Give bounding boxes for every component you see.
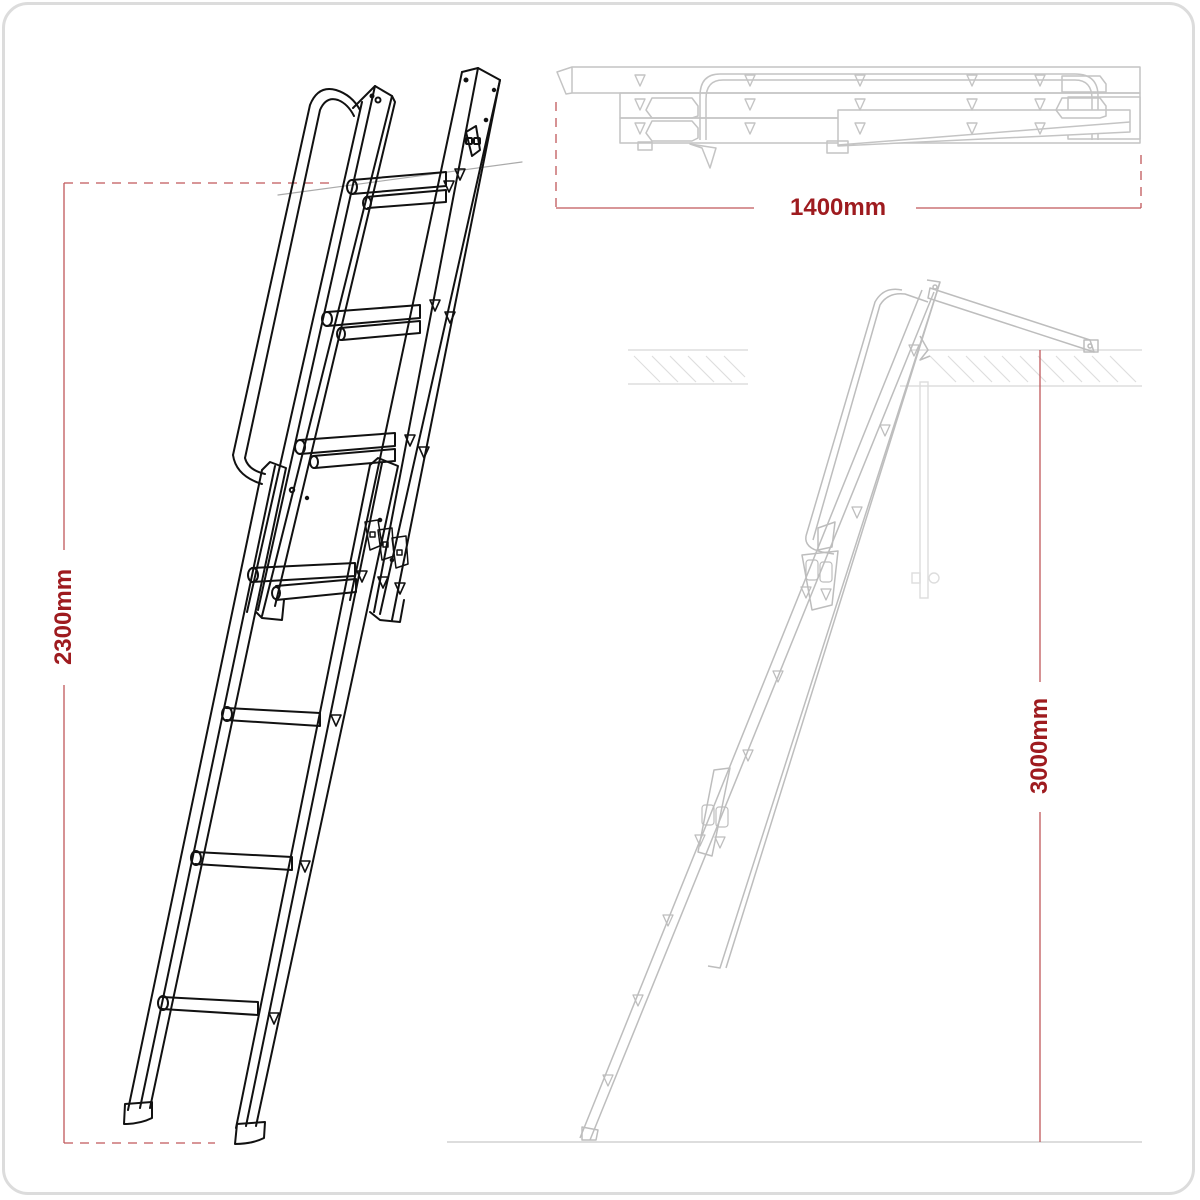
ceiling-hatch: [628, 349, 1142, 599]
deployed-ladder-drawing: [579, 279, 1099, 1141]
stowed-ladder-drawing: [123, 67, 523, 1145]
stowed-height-dimension-label: 2300mm: [50, 562, 77, 672]
dimension-2300-lines: [63, 182, 330, 1144]
dimension-1400-lines: [555, 102, 1142, 209]
width-dimension-label: 1400mm: [784, 196, 893, 220]
folded-ladder-top-view: [556, 66, 1141, 169]
ceiling-height-dimension-label: 3000mm: [1026, 691, 1053, 801]
